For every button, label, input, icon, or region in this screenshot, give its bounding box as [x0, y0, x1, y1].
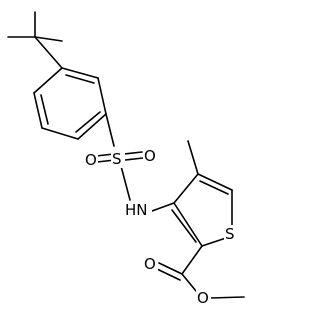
bond-benzene-6	[33, 67, 63, 94]
bond-so-right-b	[124, 157, 144, 161]
atom-nh: HN	[125, 201, 148, 219]
bond-benzene-3	[77, 113, 107, 140]
bond-thiophene-c4-c5-inner	[199, 180, 229, 195]
molecule-structure: S O O HN S O O	[7, 11, 245, 307]
bond-c4-methyl	[187, 140, 199, 175]
bond-thiophene-c2-c3	[173, 202, 203, 247]
bond-sulfonyl-nh	[120, 165, 131, 201]
bond-carbonyl-o-b	[156, 268, 181, 281]
bond-benzene-5-inner	[40, 94, 49, 125]
bond-thiophene-s-c2	[201, 237, 227, 247]
bond-benzene-2	[97, 77, 107, 115]
atom-sulfonyl-o-left: O	[85, 151, 97, 169]
bond-thiophene-c4-c5	[197, 173, 233, 191]
atom-sulfonyl-s: S	[112, 150, 122, 168]
bond-tbu-ring	[34, 36, 63, 69]
bond-so-right-a	[123, 151, 143, 155]
atom-labels: S O O HN S O O	[84, 147, 238, 307]
atom-thiophene-s: S	[225, 225, 235, 243]
atom-ester-o: O	[197, 289, 209, 307]
bond-carbonyl-oester	[181, 273, 197, 292]
bond-thiophene-c2-c3-inner	[171, 209, 197, 243]
bond-tbu-methyl-3	[34, 36, 63, 42]
atom-sulfonyl-o-right: O	[144, 147, 156, 165]
bond-oester-methyl	[209, 296, 245, 299]
bond-ring-sulfonyl	[105, 113, 115, 147]
bond-benzene-5	[33, 92, 43, 129]
bond-benzene-1	[61, 67, 99, 79]
bond-carbonyl-o-a	[158, 262, 183, 275]
bond-c2-carbonyl	[181, 245, 203, 275]
atom-carbonyl-o: O	[144, 255, 156, 273]
bonds	[7, 11, 245, 299]
bond-benzene-4	[41, 127, 79, 140]
bond-benzene-3-inner	[75, 111, 101, 133]
bond-thiophene-c3-c4	[173, 173, 199, 204]
bond-nh-c3	[151, 202, 175, 212]
bond-benzene-1-inner	[65, 74, 95, 84]
